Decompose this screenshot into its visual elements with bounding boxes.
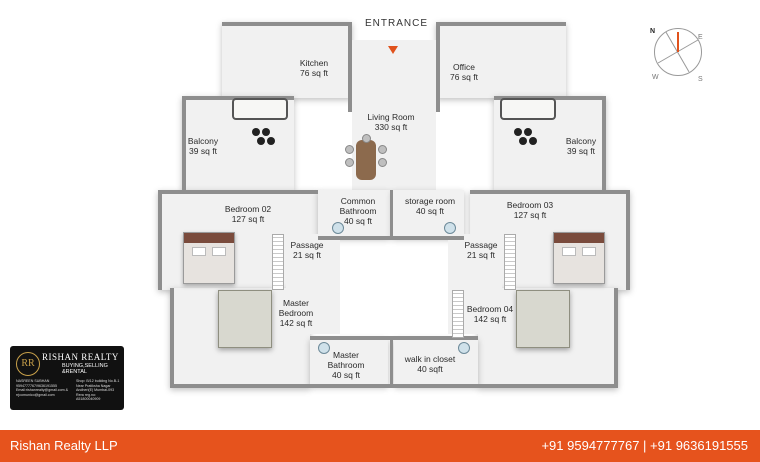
wall [182,96,186,190]
stool-icon [519,137,527,145]
wall [348,22,352,112]
kitchen-floor [222,22,352,98]
entrance-arrow-icon [388,46,398,54]
wall [310,384,618,388]
stool-icon [267,137,275,145]
common-bathroom-floor [318,190,390,238]
chair-icon [345,145,354,154]
chair-icon [378,145,387,154]
wardrobe-icon [452,290,464,338]
card-address: Shop: B/12 building No.B-1 Near Pratiksh… [76,379,120,401]
master-bed-icon [218,290,272,348]
card-company-name: RISHAN REALTY [42,352,119,362]
card-contact: NASREEN SUBHAN 9594777767/9636191555 Ema… [16,379,68,397]
compass-n-label: N [650,28,656,35]
dining-table-icon [356,140,376,180]
wall [170,288,174,388]
wardrobe-icon [272,234,284,290]
stool-icon [257,137,265,145]
wall [436,22,440,112]
wall [222,22,352,26]
compass-w-label: W [652,74,659,81]
bed-icon [183,232,235,284]
business-card: RR RISHAN REALTY BUYING,SELLING &RENTAL … [10,346,124,410]
chair-icon [362,134,371,143]
sink-icon [458,342,470,354]
entrance-label: ENTRANCE [365,18,429,29]
sofa-icon [232,98,288,120]
footer-phones[interactable]: +91 9594777767 | +91 9636191555 [541,438,748,453]
wall [626,190,630,290]
compass-icon [654,28,702,76]
stool-icon [262,128,270,136]
wall [318,236,464,240]
wall [158,190,162,290]
compass-s-label: S [698,76,703,83]
wall [436,22,566,26]
office-floor [436,22,566,98]
compass-e-label: E [698,34,703,41]
wall [614,288,618,388]
wall [602,96,606,190]
stool-icon [252,128,260,136]
stool-icon [524,128,532,136]
stool-icon [529,137,537,145]
wall [470,190,630,194]
footer-brand: Rishan Realty LLP [10,438,118,453]
card-tagline: BUYING,SELLING &RENTAL [62,363,108,375]
sink-icon [332,222,344,234]
wall [158,190,318,194]
footer-bar: Rishan Realty LLP +91 9594777767 | +91 9… [0,430,760,462]
wall [390,338,393,386]
wall [390,190,393,238]
bed-icon [553,232,605,284]
sofa-icon [500,98,556,120]
company-logo: RR [16,352,40,376]
sink-icon [318,342,330,354]
sink-icon [444,222,456,234]
wall [310,336,478,340]
wardrobe-icon [504,234,516,290]
passage-left-floor [286,234,340,334]
chair-icon [345,158,354,167]
chair-icon [378,158,387,167]
master-bed-icon [516,290,570,348]
stool-icon [514,128,522,136]
